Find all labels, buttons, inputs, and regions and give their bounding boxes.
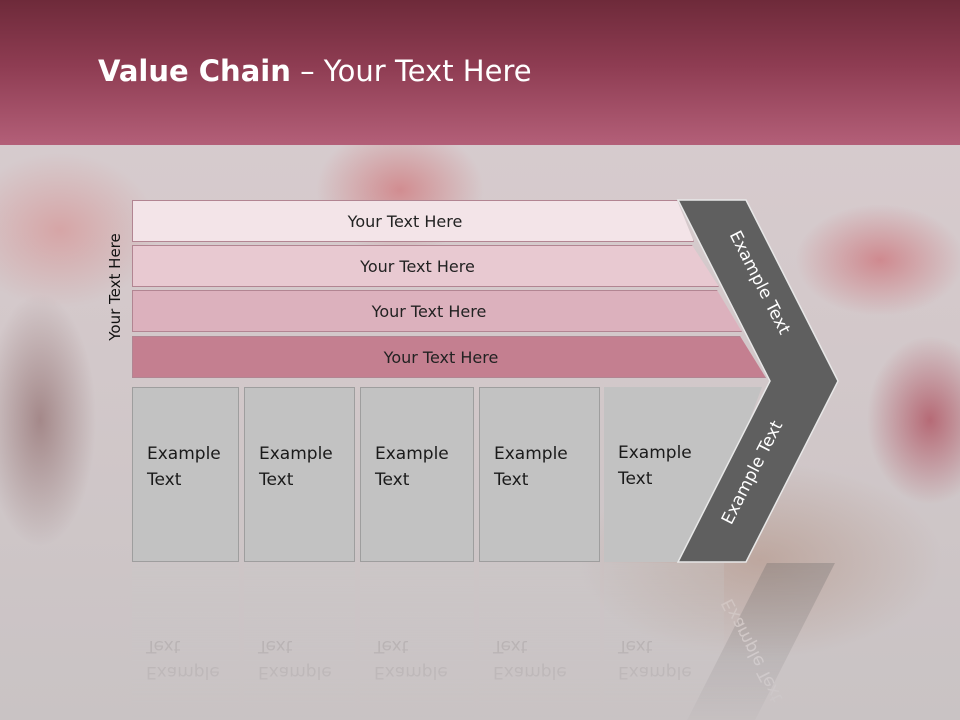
band-1-label: Your Text Here (347, 211, 463, 231)
activity-box-2: Example Text (244, 387, 355, 562)
slide-title: Value Chain – Your Text Here (98, 54, 532, 88)
band-3: Your Text Here (132, 290, 742, 332)
activity-box-3: Example Text (360, 387, 474, 562)
activity-box-2-line2: Text (259, 470, 294, 490)
activity-box-4-line1: Example (494, 444, 568, 464)
title-bold: Value Chain (98, 54, 291, 88)
activity-box-4-line2: Text (494, 470, 529, 490)
band-2-label: Your Text Here (360, 256, 475, 276)
activity-box-2-line1: Example (259, 444, 333, 464)
activity-box-3-line2: Text (375, 470, 410, 490)
band-4-label: Your Text Here (383, 347, 499, 367)
chevron-shape (676, 199, 839, 563)
band-4: Your Text Here (132, 336, 766, 378)
activity-box-1-line2: Text (147, 470, 182, 490)
band-1: Your Text Here (132, 200, 694, 242)
band-3-label: Your Text Here (371, 301, 487, 321)
activity-box-5-line2: Text (618, 469, 653, 489)
activity-box-4: Example Text (479, 387, 600, 562)
activity-box-3-line1: Example (375, 444, 449, 464)
activity-box-1: Example Text (132, 387, 239, 562)
title-rest: – Your Text Here (290, 54, 532, 88)
title-bar: Value Chain – Your Text Here (0, 0, 960, 145)
band-2: Your Text Here (132, 245, 719, 287)
activity-box-5-line1: Example (618, 443, 692, 463)
activity-box-1-line1: Example (147, 444, 221, 464)
